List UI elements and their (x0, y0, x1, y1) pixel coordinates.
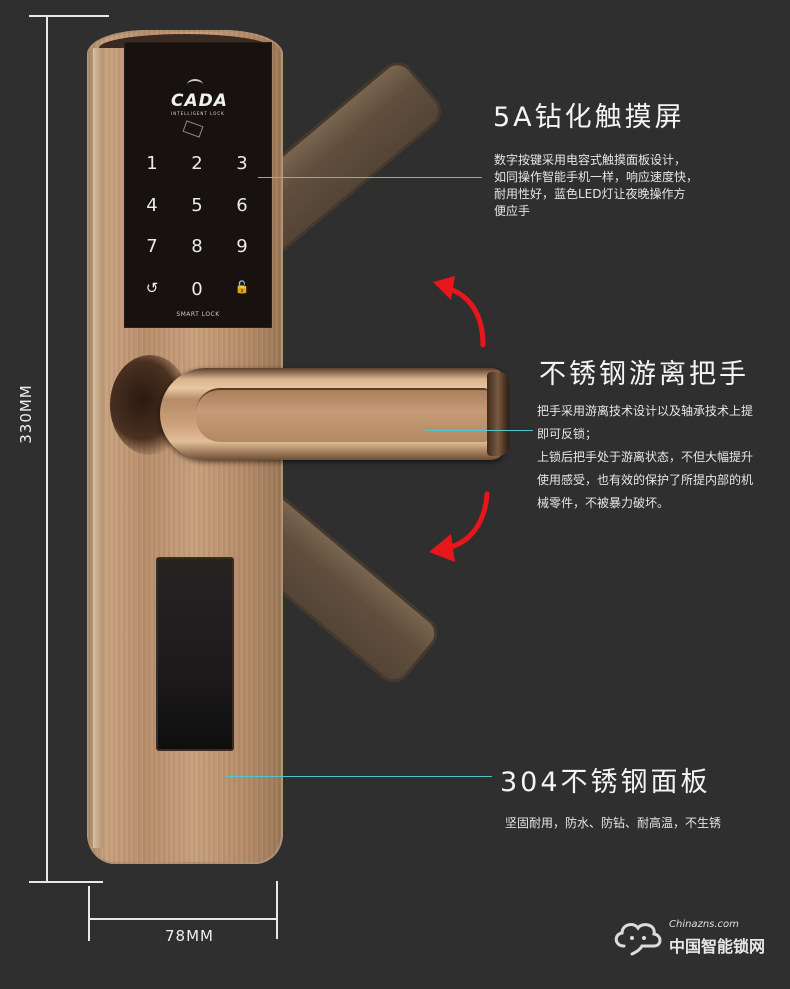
callout-line-panel (226, 776, 492, 777)
card-reader-icon (182, 120, 204, 138)
desc-line: 械零件，不被暴力破坏。 (537, 496, 670, 510)
key-1[interactable]: 1 (146, 153, 158, 174)
key-6[interactable]: 6 (236, 195, 248, 216)
callout-desc-handle: 把手采用游离技术设计以及轴承技术上提 即可反锁； 上锁后把手处于游离状态，不但大… (537, 400, 753, 515)
callout-desc-panel: 坚固耐用，防水、防钻、耐高温，不生锈 (505, 815, 721, 832)
desc-line: 耐用性好，蓝色LED灯让夜晚操作方 (494, 187, 686, 201)
rotate-down-arrow-icon (425, 488, 495, 572)
brand-subtitle: INTELLIGENT LOCK (171, 111, 225, 116)
brand-logo: CADA (171, 91, 228, 111)
wireless-icon (187, 79, 203, 91)
key-0[interactable]: 0 (191, 279, 203, 300)
callout-title-touchscreen: 5A钻化触摸屏 (493, 102, 685, 133)
key-4[interactable]: 4 (146, 195, 158, 216)
rotate-up-arrow-icon (425, 270, 495, 354)
height-dimension-bottom-tick (29, 881, 103, 883)
desc-line: 如同操作智能手机一样，响应速度快， (494, 170, 699, 184)
desc-line: 把手采用游离技术设计以及轴承技术上提 (537, 404, 754, 418)
desc-line: 即可反锁； (537, 427, 598, 441)
desc-line: 便应手 (494, 204, 531, 218)
unlock-key-icon[interactable]: 🔓 (234, 280, 250, 294)
key-7[interactable]: 7 (146, 236, 158, 257)
width-dimension-left-tick (88, 886, 90, 941)
callout-desc-touchscreen: 数字按键采用电容式触摸面板设计， 如同操作智能手机一样，响应速度快， 耐用性好，… (494, 152, 698, 220)
callout-title-panel: 304不锈钢面板 (500, 767, 711, 798)
height-dimension-label: 330MM (17, 384, 35, 444)
panel-bevel (93, 48, 103, 848)
callout-title-handle: 不锈钢游离把手 (539, 359, 749, 390)
height-dimension-line (46, 15, 48, 883)
back-key-icon[interactable]: ↺ (145, 279, 159, 297)
key-8[interactable]: 8 (191, 236, 203, 257)
key-2[interactable]: 2 (191, 153, 203, 174)
cloud-logo-icon (614, 923, 662, 956)
watermark-domain: Chinazns.com (669, 919, 739, 930)
watermark-name: 中国智能锁网 (669, 937, 766, 956)
keypad-label: SMART LOCK (176, 311, 220, 318)
key-5[interactable]: 5 (191, 195, 203, 216)
height-dimension-top-tick (29, 15, 109, 17)
key-3[interactable]: 3 (236, 153, 248, 174)
door-handle (160, 368, 509, 460)
key-9[interactable]: 9 (236, 236, 248, 257)
handle-tip (487, 372, 509, 456)
desc-line: 上锁后把手处于游离状态，不但大幅提升 (537, 450, 754, 464)
watermark: Chinazns.com 中国智能锁网 (612, 918, 782, 958)
touch-screen: CADA INTELLIGENT LOCK 1 2 3 4 5 6 7 8 9 … (124, 42, 272, 328)
width-dimension-line (89, 918, 277, 920)
callout-line-screen (258, 177, 482, 178)
desc-line: 使用感受，也有效的保护了所提内部的机 (537, 473, 754, 487)
fingerprint-sensor-window (156, 557, 234, 751)
desc-line: 数字按键采用电容式触摸面板设计， (494, 153, 687, 167)
callout-line-handle (425, 430, 533, 431)
width-dimension-right-tick (276, 881, 278, 939)
width-dimension-label: 78MM (165, 927, 214, 945)
handle-inset (196, 388, 488, 442)
desc-line: 坚固耐用，防水、防钻、耐高温，不生锈 (505, 816, 722, 830)
